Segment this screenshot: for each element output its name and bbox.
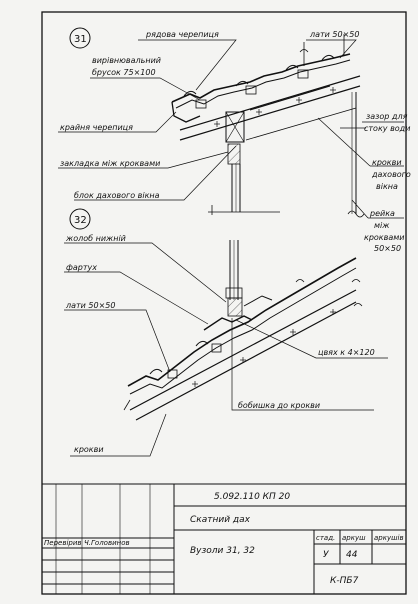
- label-strip-4: 50×50: [374, 244, 401, 253]
- group-code: К-ПБ7: [330, 576, 359, 586]
- batten-32: [167, 369, 178, 379]
- label-strip-2: між: [374, 221, 390, 230]
- checked-label: Перевірив: [44, 539, 82, 547]
- label-ridge-tile: рядова черепиця: [145, 30, 219, 39]
- label-dormer-roof-3: вікна: [376, 182, 398, 191]
- label-drain-gap-2: стоку води: [364, 124, 410, 133]
- sheets-header: аркушів: [374, 534, 404, 542]
- node-32-leaders: [64, 242, 388, 457]
- label-dormer-block: блок дахового вікна: [74, 191, 160, 200]
- label-dormer-roof-2: дахового: [371, 170, 411, 179]
- rafter-32: [129, 289, 357, 411]
- tile-row-32: [127, 257, 357, 387]
- node-31-leaders: [58, 39, 404, 219]
- drawing-title: Скатний дах: [190, 515, 251, 525]
- dormer-block: [225, 111, 245, 143]
- sheet-name: Вузоли 31, 32: [190, 546, 255, 556]
- label-nail: цвях к 4×120: [318, 348, 375, 357]
- label-strip-to-rafter: бобишка до крокви: [238, 401, 320, 410]
- node-32-detail: 32: [69, 208, 363, 421]
- label-battens-32: лати 50×50: [65, 301, 115, 310]
- label-battens-31: лати 50×50: [309, 30, 359, 39]
- node-32-number: 32: [74, 215, 87, 226]
- sheet-value: 44: [346, 550, 358, 560]
- label-strip-1: рейка: [369, 209, 395, 218]
- rafter-insert: [227, 143, 241, 165]
- node-32-marker: [69, 208, 91, 230]
- label-leveling-beam-1: вирівнювальний: [92, 56, 161, 65]
- batten-31: [297, 69, 309, 79]
- label-rafter-insert: закладка між кроквами: [60, 159, 160, 168]
- title-block: [41, 483, 407, 595]
- label-bottom-gutter: жолоб нижній: [65, 234, 126, 243]
- stage-header: стад.: [316, 534, 335, 542]
- sheet-header: аркуш: [342, 534, 366, 542]
- eave-tile: [171, 101, 201, 123]
- node-31-marker: [69, 27, 91, 49]
- label-drain-gap-1: зазор для: [366, 112, 408, 121]
- tile-row-31: [171, 53, 351, 103]
- drawing-code: 5.092.110 КП 20: [214, 492, 290, 502]
- gutter-block: [227, 297, 243, 317]
- label-eave-tile: крайня черепиця: [60, 123, 133, 132]
- label-dormer-roof-1: крокви: [372, 158, 402, 167]
- label-leveling-beam-2: брусок 75×100: [92, 68, 156, 77]
- node-31-number: 31: [74, 34, 87, 45]
- label-apron: фартух: [66, 263, 97, 272]
- stage-value: У: [323, 550, 329, 560]
- label-rafter-32: крокви: [74, 445, 104, 454]
- author-label: Ч.Головинов: [84, 539, 130, 547]
- label-strip-3: кроквами: [364, 233, 405, 242]
